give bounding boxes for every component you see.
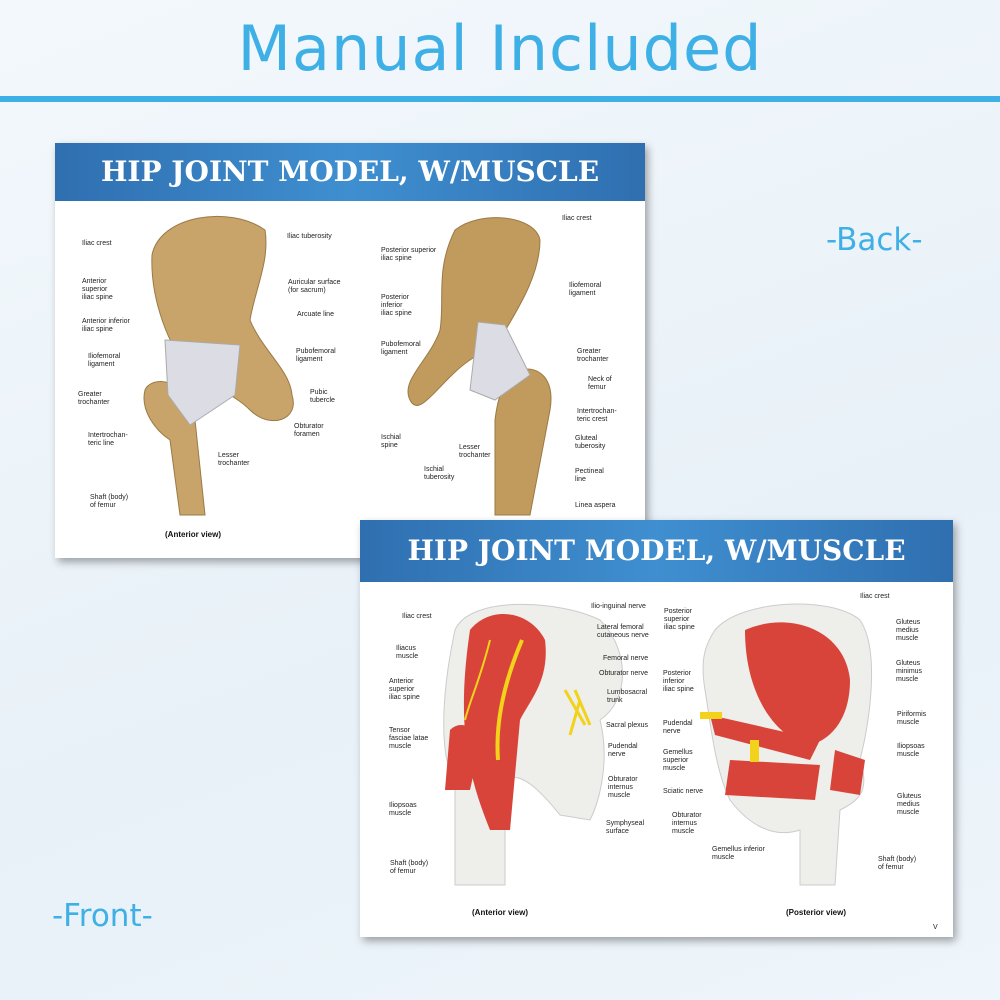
- anatomy-label: Greater trochanter: [577, 348, 609, 363]
- anatomy-label: Arcuate line: [297, 311, 334, 318]
- anatomy-label: Intertrochan- teric crest: [577, 408, 617, 423]
- anatomy-label: Pudendal nerve: [663, 720, 693, 735]
- anatomy-label: Shaft (body) of femur: [90, 494, 129, 509]
- front-label: -Front-: [52, 898, 153, 934]
- anatomy-label: Femoral nerve: [603, 655, 649, 662]
- anatomy-label: Obturator foramen: [294, 423, 324, 438]
- anatomy-label: Piriformis muscle: [897, 711, 927, 726]
- back-manual-page: HIP JOINT MODEL, W/MUSCLE: [55, 143, 645, 558]
- anatomy-label: Gluteus medius muscle: [897, 793, 922, 816]
- front-page-title: HIP JOINT MODEL, W/MUSCLE: [360, 520, 953, 582]
- back-anterior-caption: (Anterior view): [165, 530, 222, 539]
- anatomy-label: Tensor fasciae latae muscle: [389, 727, 429, 750]
- anatomy-label: Lesser trochanter: [218, 452, 250, 467]
- anatomy-label: Pectineal line: [575, 468, 604, 483]
- anatomy-label: Iliac tuberosity: [287, 233, 332, 240]
- anatomy-label: Auricular surface (for sacrum): [288, 279, 341, 294]
- anatomy-label: Symphyseal surface: [606, 820, 645, 835]
- anatomy-label: Iliopsoas muscle: [897, 743, 925, 758]
- anatomy-label: Obturator internus muscle: [672, 812, 702, 835]
- anatomy-label: Posterior inferior iliac spine: [381, 294, 412, 317]
- anatomy-label: Gemellus inferior muscle: [712, 846, 765, 861]
- anatomy-label: Sacral plexus: [606, 722, 649, 729]
- anatomy-label: Pudendal nerve: [608, 743, 638, 758]
- anatomy-label: Iliac crest: [860, 593, 890, 600]
- anatomy-label: Ilio-inguinal nerve: [591, 603, 646, 610]
- headline: Manual Included: [237, 12, 763, 85]
- divider: [0, 96, 1000, 102]
- anatomy-label: Iliofemoral ligament: [569, 282, 602, 297]
- front-posterior-caption: (Posterior view): [786, 908, 847, 917]
- muscle-model-posterior-illustration: [700, 603, 872, 886]
- anatomy-label: Iliacus muscle: [396, 645, 419, 660]
- anatomy-label: Gluteus medius muscle: [896, 619, 921, 642]
- anatomy-label: Intertrochan- teric line: [88, 432, 128, 447]
- anatomy-label: Pubic tubercle: [310, 389, 335, 404]
- anatomy-label: Gemellus superior muscle: [663, 749, 693, 772]
- anatomy-label: Lumbosacral trunk: [607, 689, 648, 704]
- anatomy-label: Posterior superior iliac spine: [381, 247, 437, 262]
- anatomy-label: Iliac crest: [82, 240, 112, 247]
- anatomy-label: Greater trochanter: [78, 391, 110, 406]
- anatomy-label: Anterior superior iliac spine: [82, 278, 113, 301]
- anatomy-label: Shaft (body) of femur: [878, 856, 917, 871]
- anatomy-label: Sciatic nerve: [663, 788, 704, 795]
- anatomy-label: Posterior inferior iliac spine: [663, 670, 694, 693]
- anatomy-label: Ischial tuberosity: [424, 466, 455, 481]
- anatomy-label: Pubofemoral ligament: [381, 341, 421, 356]
- anatomy-label: Pubofemoral ligament: [296, 348, 336, 363]
- anatomy-label: Obturator nerve: [599, 670, 649, 677]
- anatomy-label: Obturator internus muscle: [608, 776, 638, 799]
- back-label: -Back-: [826, 222, 923, 258]
- anatomy-label: Iliofemoral ligament: [88, 353, 121, 368]
- anatomy-label: Ischial spine: [381, 434, 401, 449]
- anatomy-label: Posterior superior iliac spine: [664, 608, 695, 631]
- anatomy-label: Iliopsoas muscle: [389, 802, 417, 817]
- version-code: V: [933, 924, 938, 931]
- muscle-model-anterior-illustration: [443, 603, 623, 886]
- anatomy-label: Lateral femoral cutaneous nerve: [597, 624, 649, 639]
- anatomy-label: Neck of femur: [588, 376, 612, 391]
- anatomy-label: Gluteal tuberosity: [575, 435, 606, 450]
- front-anterior-caption: (Anterior view): [472, 908, 529, 917]
- hip-bone-posterior-illustration: [407, 217, 552, 516]
- anatomy-label: Linea aspera: [575, 502, 616, 509]
- anatomy-label: Iliac crest: [402, 613, 432, 620]
- back-page-title: HIP JOINT MODEL, W/MUSCLE: [55, 143, 645, 201]
- anatomy-label: Iliac crest: [562, 215, 592, 222]
- anatomy-label: Gluteus minimus muscle: [896, 660, 923, 683]
- anatomy-label: Anterior superior iliac spine: [389, 678, 420, 701]
- anatomy-label: Lesser trochanter: [459, 444, 491, 459]
- anatomy-label: Anterior inferior iliac spine: [82, 318, 130, 333]
- anatomy-label: Shaft (body) of femur: [390, 860, 429, 875]
- hip-bone-anterior-illustration: [143, 215, 294, 516]
